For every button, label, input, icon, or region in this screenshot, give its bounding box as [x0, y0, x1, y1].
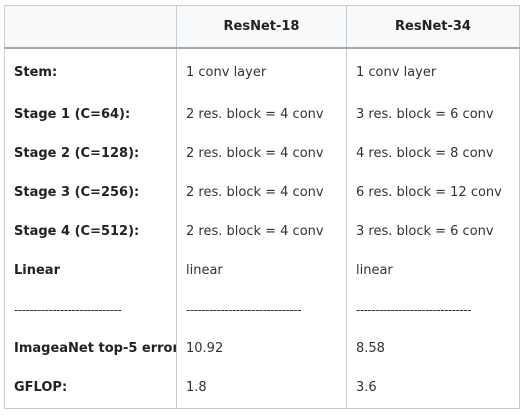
row-label-gflop: GFLOP:	[4, 368, 177, 409]
row-label-stage-1: Stage 1 (C=64):	[4, 95, 177, 134]
cell-resnet-34-linear: linear	[346, 251, 520, 290]
cell-resnet-18-stem: 1 conv layer	[176, 48, 347, 95]
separator-row: ---------------------------- -----------…	[4, 290, 520, 329]
table-body: Stem: 1 conv layer 1 conv layer Stage 1 …	[4, 48, 520, 409]
table-row: Stage 1 (C=64): 2 res. block = 4 conv 3 …	[4, 95, 520, 134]
table-row: Stage 2 (C=128): 2 res. block = 4 conv 4…	[4, 134, 520, 173]
resnet-comparison-table-container: ResNet-18 ResNet-34 Stem: 1 conv layer 1…	[4, 5, 520, 409]
table-row: Linear linear linear	[4, 251, 520, 290]
row-label-top5-error: ImageaNet top-5 error:	[4, 329, 177, 368]
cell-resnet-34-stage-3: 6 res. block = 12 conv	[346, 173, 520, 212]
cell-resnet-34-stage-1: 3 res. block = 6 conv	[346, 95, 520, 134]
header-corner-cell	[4, 5, 177, 49]
row-label-linear: Linear	[4, 251, 177, 290]
row-label-stage-4: Stage 4 (C=512):	[4, 212, 177, 251]
cell-resnet-18-stage-2: 2 res. block = 4 conv	[176, 134, 347, 173]
cell-resnet-34-stem: 1 conv layer	[346, 48, 520, 95]
table-row: Stage 4 (C=512): 2 res. block = 4 conv 3…	[4, 212, 520, 251]
table-row: Stage 3 (C=256): 2 res. block = 4 conv 6…	[4, 173, 520, 212]
resnet-comparison-table: ResNet-18 ResNet-34 Stem: 1 conv layer 1…	[4, 5, 520, 409]
cell-resnet-18-gflop: 1.8	[176, 368, 347, 409]
row-label-stem: Stem:	[4, 48, 177, 95]
separator-dashes-resnet-34: ------------------------------	[346, 290, 520, 329]
table-row: ImageaNet top-5 error: 10.92 8.58	[4, 329, 520, 368]
table-row: Stem: 1 conv layer 1 conv layer	[4, 48, 520, 95]
header-row: ResNet-18 ResNet-34	[4, 5, 520, 49]
cell-resnet-34-top5-error: 8.58	[346, 329, 520, 368]
cell-resnet-34-stage-2: 4 res. block = 8 conv	[346, 134, 520, 173]
cell-resnet-34-stage-4: 3 res. block = 6 conv	[346, 212, 520, 251]
row-label-stage-3: Stage 3 (C=256):	[4, 173, 177, 212]
separator-dashes-label: ----------------------------	[4, 290, 177, 329]
header-resnet-18: ResNet-18	[176, 5, 347, 49]
table-row: GFLOP: 1.8 3.6	[4, 368, 520, 409]
cell-resnet-18-stage-3: 2 res. block = 4 conv	[176, 173, 347, 212]
header-resnet-34: ResNet-34	[346, 5, 520, 49]
table-header: ResNet-18 ResNet-34	[4, 5, 520, 49]
cell-resnet-18-linear: linear	[176, 251, 347, 290]
cell-resnet-18-top5-error: 10.92	[176, 329, 347, 368]
cell-resnet-18-stage-1: 2 res. block = 4 conv	[176, 95, 347, 134]
separator-dashes-resnet-18: ------------------------------	[176, 290, 347, 329]
row-label-stage-2: Stage 2 (C=128):	[4, 134, 177, 173]
cell-resnet-18-stage-4: 2 res. block = 4 conv	[176, 212, 347, 251]
cell-resnet-34-gflop: 3.6	[346, 368, 520, 409]
